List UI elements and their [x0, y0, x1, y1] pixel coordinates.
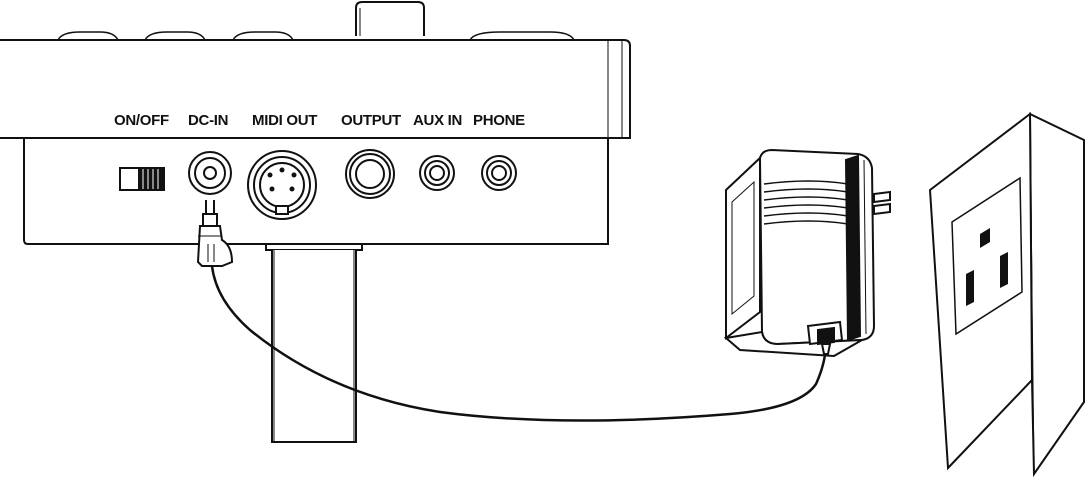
aux-in-jack[interactable] [419, 155, 455, 191]
module-upper-housing [0, 39, 631, 139]
on-off-switch[interactable] [119, 167, 165, 191]
adapter-cord-exit [806, 320, 844, 355]
label-phone: PHONE [473, 112, 525, 129]
adapter-vents [763, 180, 849, 225]
power-cable [210, 265, 828, 422]
module-stand [265, 243, 363, 443]
label-on-off: ON/OFF [114, 112, 169, 129]
dc-in-jack[interactable] [188, 151, 232, 195]
module-top-knob [355, 1, 425, 36]
module-top-buttons [57, 31, 575, 41]
label-aux-in: AUX IN [413, 112, 463, 129]
label-output: OUTPUT [341, 112, 401, 129]
midi-out-socket[interactable] [247, 150, 317, 220]
wall-outlet [928, 111, 1085, 478]
label-midi-out: MIDI OUT [252, 112, 318, 129]
adapter-prongs [873, 190, 891, 216]
output-jack[interactable] [345, 149, 395, 199]
power-adapter [723, 148, 891, 358]
drum-module [0, 1, 631, 443]
dc-plug [196, 200, 234, 267]
label-dc-in: DC-IN [188, 112, 229, 129]
phone-jack[interactable] [481, 155, 517, 191]
socket-holes [966, 228, 1008, 306]
